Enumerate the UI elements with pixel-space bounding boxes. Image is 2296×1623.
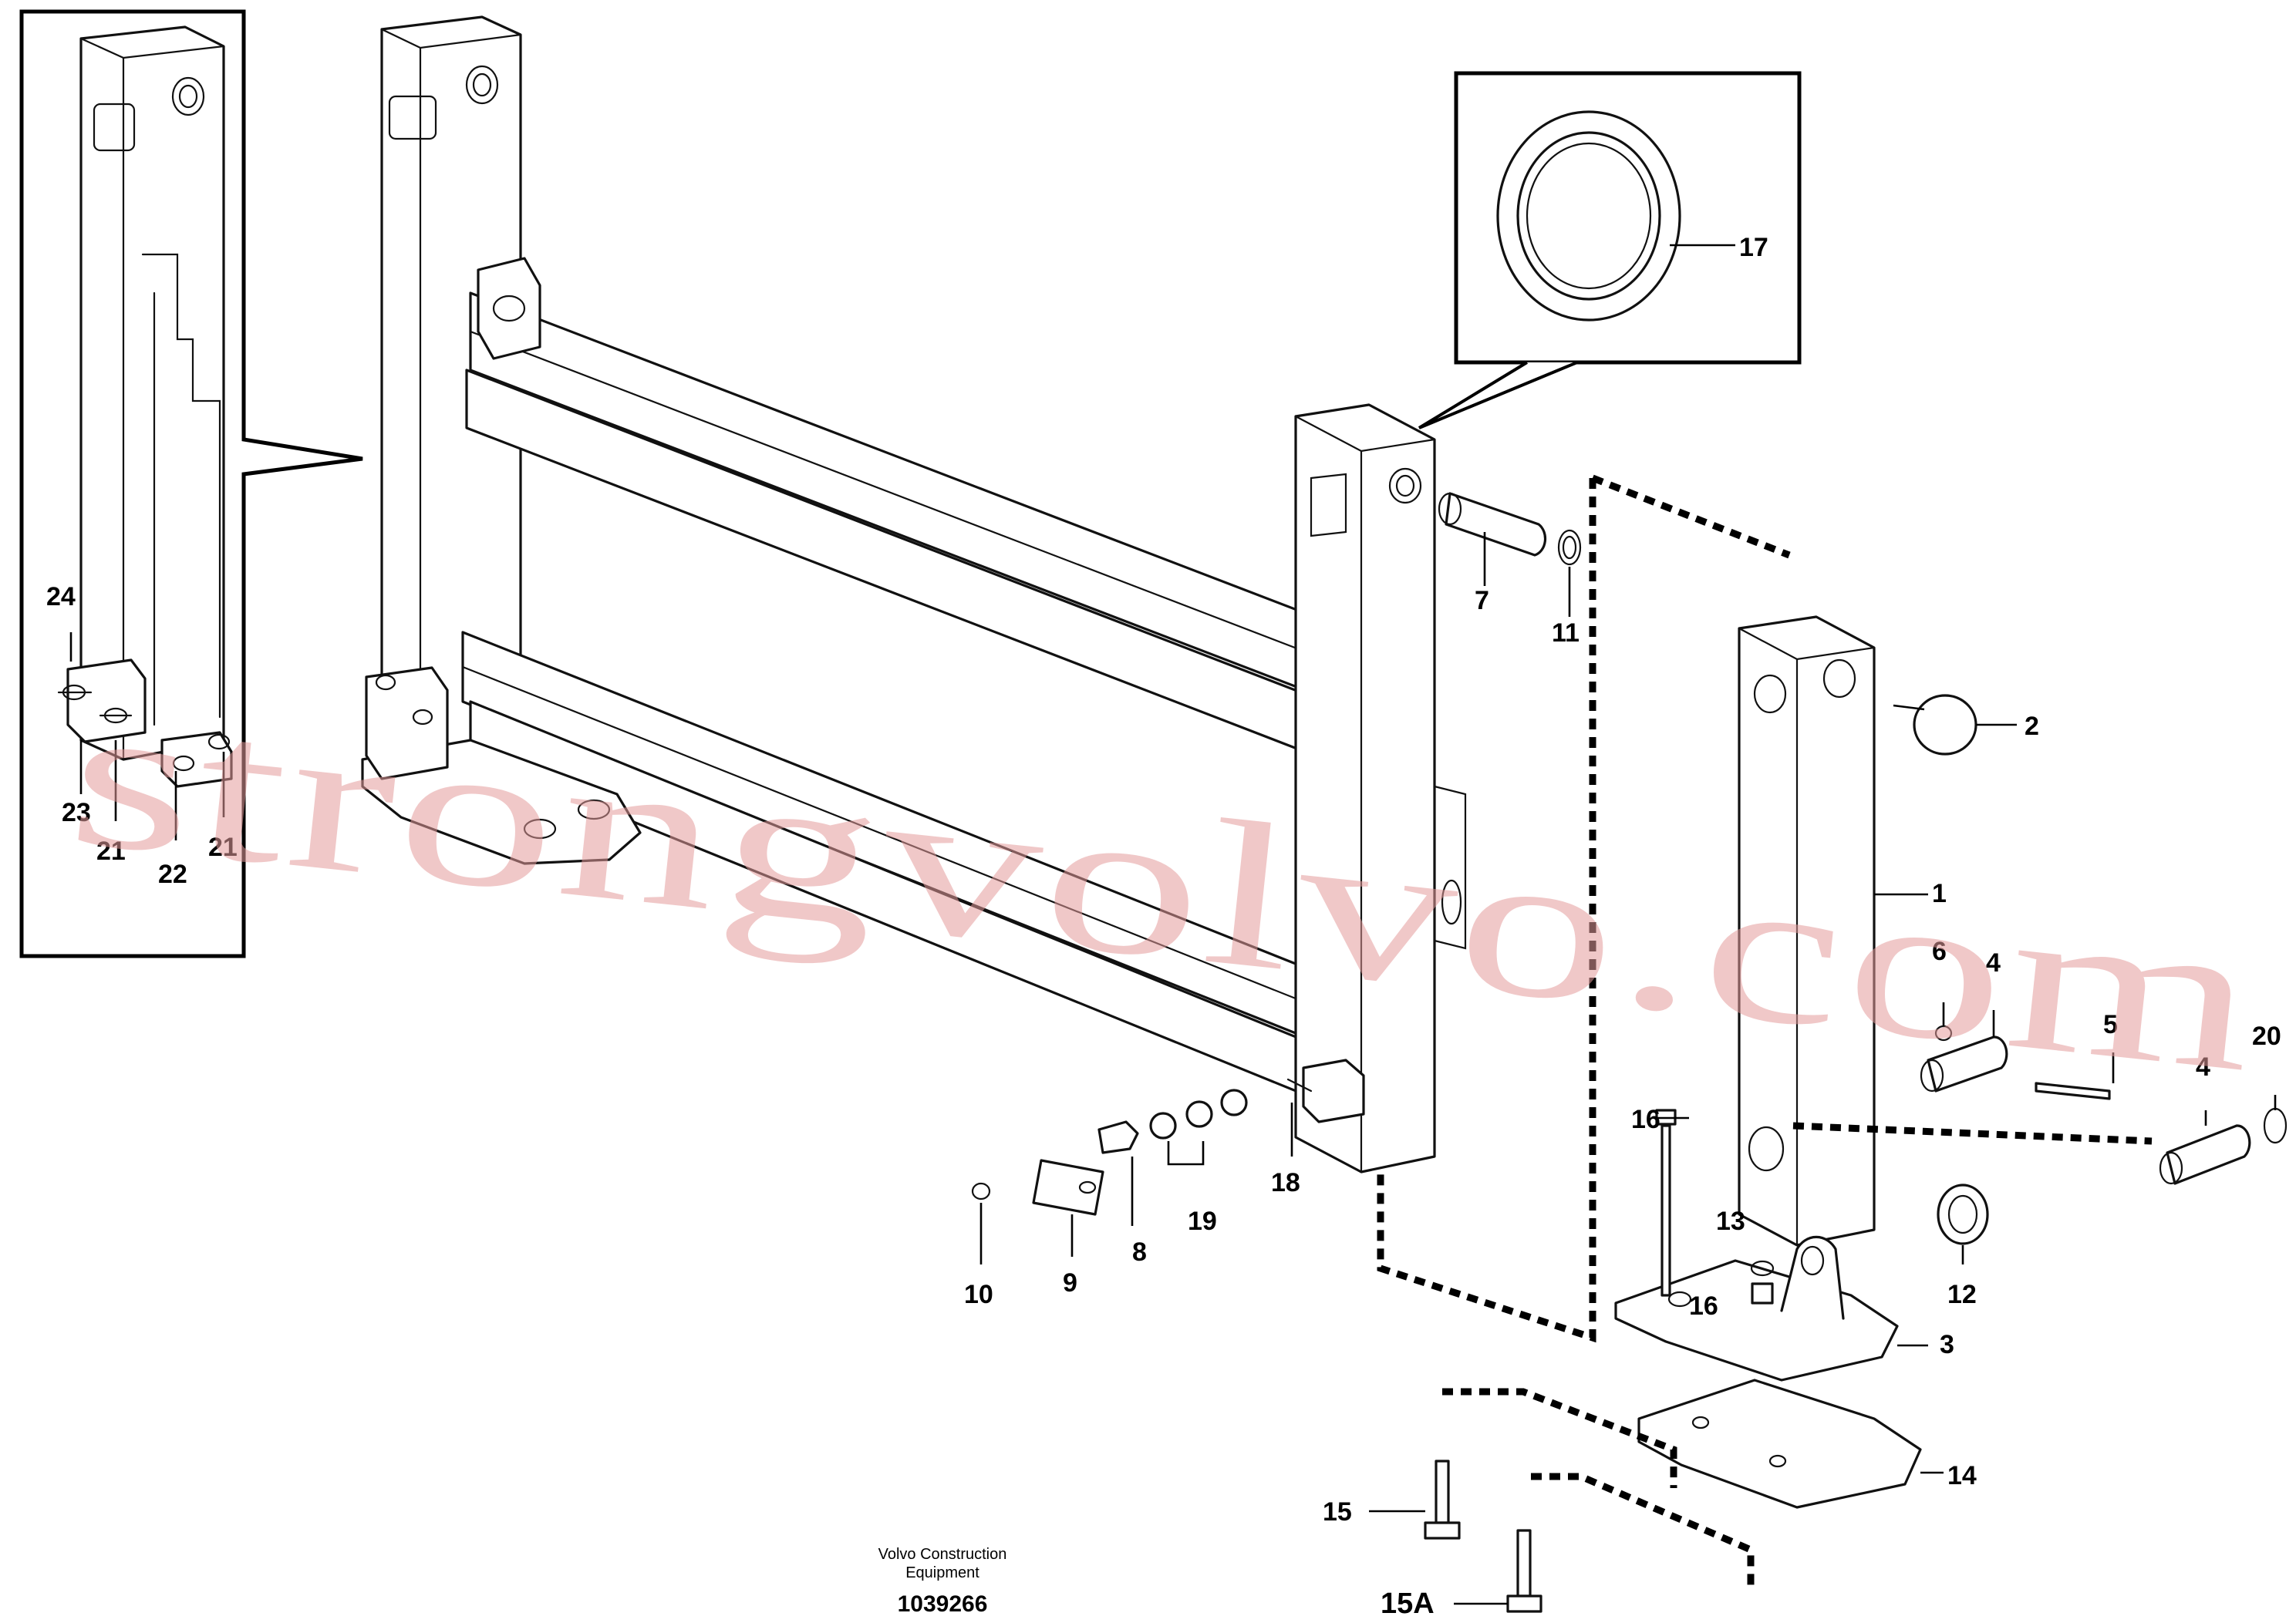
foot-assembly: [1614, 1235, 1944, 1509]
hardware-left: [971, 1089, 1293, 1264]
callout-5: 5: [2103, 1010, 2118, 1039]
callout-11: 11: [1552, 618, 1580, 648]
pin-assembly: [1438, 492, 1582, 617]
callout-10: 10: [964, 1280, 993, 1309]
support-post: [1738, 615, 2017, 1247]
publisher-line1: Volvo Construction: [878, 1546, 1007, 1563]
callout-14: 14: [1947, 1461, 1977, 1490]
callout-15: 15: [1323, 1497, 1352, 1527]
publisher-line2: Equipment: [905, 1564, 979, 1581]
callout-8: 8: [1132, 1237, 1147, 1267]
document-number: 1039266: [898, 1591, 988, 1617]
callout-19: 19: [1188, 1207, 1217, 1236]
callout-20: 20: [2252, 1022, 2281, 1051]
callout-21a: 21: [96, 837, 126, 866]
callout-22: 22: [158, 860, 187, 889]
callout-4b: 4: [2196, 1052, 2210, 1082]
callout-18: 18: [1271, 1168, 1300, 1197]
callout-2: 2: [2025, 712, 2039, 741]
callout-24: 24: [46, 582, 76, 611]
callout-17: 17: [1739, 233, 1768, 262]
callout-9: 9: [1063, 1268, 1077, 1298]
main-frame: [361, 15, 1467, 1173]
callout-23: 23: [62, 798, 91, 827]
callout-16a: 16: [1631, 1105, 1660, 1134]
callout-7: 7: [1475, 586, 1489, 615]
callout-15a: 15A: [1381, 1588, 1435, 1620]
callout-4a: 4: [1986, 948, 2001, 978]
hardware-right: [1920, 1002, 2288, 1264]
bolts: [1369, 1109, 1774, 1613]
detail-inset-17: [1418, 71, 1802, 429]
callout-labels: 17 7 11 2 1 6 4 5 4 20 16 13 12 16 3 14 …: [46, 233, 2281, 1620]
callout-12: 12: [1947, 1280, 1977, 1309]
callout-13: 13: [1716, 1207, 1745, 1236]
dashed-leader-lines: [1377, 474, 2153, 1588]
callout-3: 3: [1940, 1330, 1954, 1359]
callout-1: 1: [1932, 879, 1947, 908]
detail-inset-left: [19, 9, 363, 958]
callout-6: 6: [1932, 937, 1947, 966]
callout-16b: 16: [1689, 1291, 1718, 1321]
callout-21b: 21: [208, 833, 238, 862]
